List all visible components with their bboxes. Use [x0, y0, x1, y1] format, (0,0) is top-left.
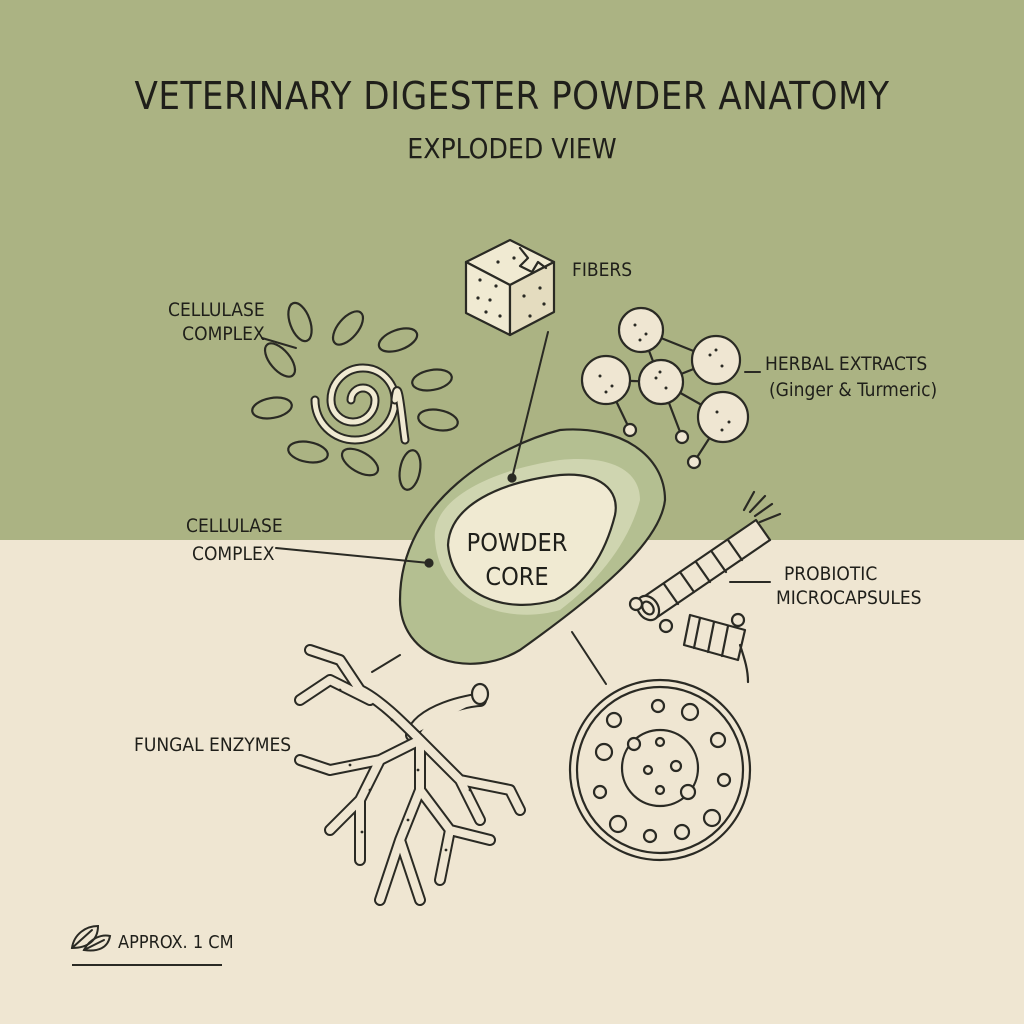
leader-lines	[261, 331, 771, 685]
diagram-title: VETERINARY DIGESTER POWDER ANATOMY	[134, 74, 890, 118]
probiotic-line2: MICROCAPSULES	[776, 587, 922, 609]
probiotic-microcapsule-illustration	[628, 490, 782, 684]
cellulase-mid-line2: COMPLEX	[192, 543, 275, 565]
fungal-enzymes-label: FUNGAL ENZYMES	[134, 734, 292, 756]
cellulase-top-line2: COMPLEX	[182, 323, 265, 345]
cellulase-complex-mid-label: CELLULASE COMPLEX	[186, 514, 283, 566]
fibers-label: FIBERS	[572, 259, 633, 281]
cellulase-mid-line1: CELLULASE	[186, 515, 283, 537]
powder-capsule	[398, 428, 667, 665]
herbal-extracts-molecule	[580, 306, 750, 470]
powder-core-label: POWDER CORE	[462, 526, 572, 594]
scale-bar	[72, 964, 222, 966]
herbal-line1: HERBAL EXTRACTS	[765, 353, 928, 375]
cellulase-spiral-illustration	[251, 301, 459, 491]
cellulase-top-line1: CELLULASE	[168, 299, 265, 321]
powder-core-line2: CORE	[485, 562, 549, 591]
fibers-cube-illustration	[464, 238, 556, 337]
cellulase-complex-top-label: CELLULASE COMPLEX	[168, 298, 265, 346]
herbal-line2: (Ginger & Turmeric)	[769, 379, 938, 401]
herbal-extracts-label: HERBAL EXTRACTS (Ginger & Turmeric)	[765, 352, 937, 402]
diagram-subtitle: EXPLODED VIEW	[407, 132, 617, 165]
scale-label: APPROX. 1 CM	[118, 932, 234, 953]
probiotic-line1: PROBIOTIC	[784, 563, 878, 585]
leaf-icon	[70, 924, 112, 952]
fungal-enzymes-illustration	[294, 644, 526, 906]
probiotic-microcapsules-label: PROBIOTIC MICROCAPSULES	[776, 562, 922, 610]
powder-core-line1: POWDER	[466, 528, 568, 557]
petri-dish-illustration	[568, 678, 752, 862]
